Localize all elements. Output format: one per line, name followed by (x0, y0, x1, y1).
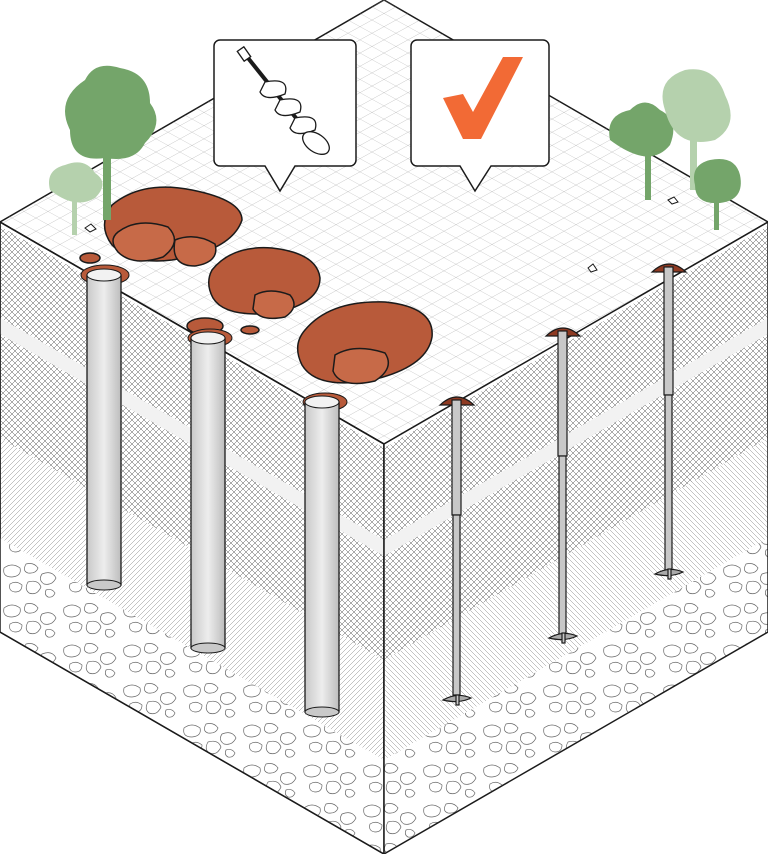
helical-pile-3 (650, 263, 688, 580)
trees-right (609, 69, 741, 230)
pebbles (84, 196, 679, 273)
helical-auger-drill-icon (236, 45, 330, 155)
concrete-piers (80, 264, 348, 718)
callout-approved (410, 39, 550, 193)
helical-pile-1 (438, 396, 476, 706)
concrete-pier-1 (80, 264, 130, 591)
helical-piles (438, 263, 688, 706)
checkmark-icon (443, 57, 523, 139)
helical-pile-2 (544, 327, 582, 644)
excavated-soil-piles (79, 186, 433, 385)
soil-pile-3 (296, 301, 433, 384)
concrete-pier-2 (187, 328, 233, 654)
concrete-pier-3 (302, 392, 348, 718)
callout-auger (213, 39, 357, 193)
trees-left (49, 65, 157, 235)
